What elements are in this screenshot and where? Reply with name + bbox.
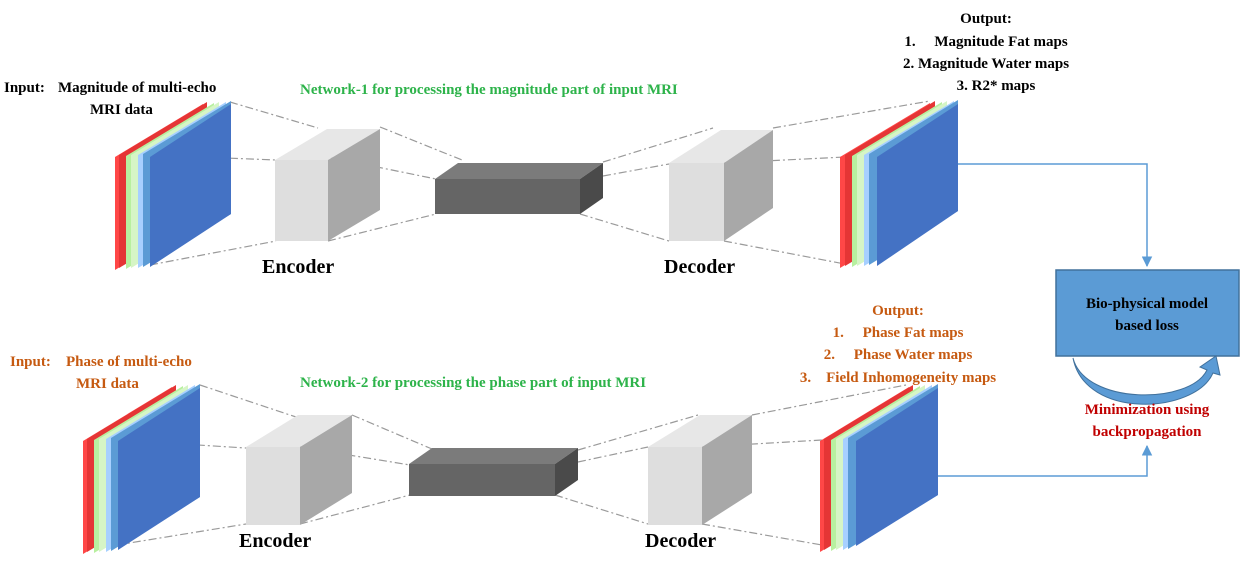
network-2-bottleneck (409, 448, 578, 496)
network-2-decoder-label: Decoder (645, 530, 716, 552)
network-2-output-item-1: 1. Phase Fat maps (833, 325, 964, 341)
network-1-title: Network-1 for processing the magnitude p… (300, 82, 678, 98)
network-2-output-item-3: 3. Field Inhomogeneity maps (800, 370, 996, 386)
network-2-output-item-2: 2. Phase Water maps (824, 347, 973, 363)
network-1-output-item-3: 3. R2* maps (957, 78, 1036, 94)
network-1-output-item-1: 1. Magnitude Fat maps (904, 34, 1068, 50)
network-1-bottleneck (435, 163, 603, 214)
network-1-input-label: Input: (4, 80, 45, 96)
network-1-input-line1: Magnitude of multi-echo (58, 80, 216, 96)
network-2-encoder-block (246, 415, 352, 525)
network-2-input-line1: Phase of multi-echo (66, 354, 192, 370)
loss-box (1055, 269, 1240, 357)
network-2-to-minimization-arrow (938, 444, 1153, 477)
network-1-input-stack (115, 101, 231, 270)
network-1-decoder-label: Decoder (664, 256, 735, 278)
network-2-encoder-label: Encoder (239, 530, 311, 552)
network-1: Input: Magnitude of multi-echo MRI data … (4, 11, 1069, 278)
loss-section: Bio-physical model based loss Minimizati… (938, 163, 1240, 477)
network-2: Input: Phase of multi-echo MRI data Netw… (10, 303, 996, 554)
loss-box-line2: based loss (1115, 318, 1179, 334)
network-1-output-stack (840, 100, 958, 268)
network-2-output-title: Output: (872, 303, 924, 319)
loss-box-line1: Bio-physical model (1086, 296, 1208, 312)
network-2-input-line2: MRI data (76, 376, 139, 392)
network-2-connectors (116, 384, 907, 546)
network-1-encoder-label: Encoder (262, 256, 334, 278)
minimization-line1: Minimization using (1085, 402, 1210, 418)
network-2-decoder-block (648, 415, 752, 525)
network-1-to-loss-arrow (958, 163, 1153, 268)
network-1-encoder-block (275, 129, 380, 241)
backpropagation-loop-arrow (1072, 355, 1221, 405)
network-2-title: Network-2 for processing the phase part … (300, 375, 646, 391)
network-1-output-item-2: 2. Magnitude Water maps (903, 56, 1069, 72)
network-2-output-stack (820, 384, 938, 552)
network-2-input-label: Input: (10, 354, 51, 370)
network-1-input-line2: MRI data (90, 102, 153, 118)
network-2-input-stack (83, 384, 200, 554)
minimization-line2: backpropagation (1093, 424, 1203, 440)
network-1-decoder-block (669, 130, 773, 241)
network-1-output-title: Output: (960, 11, 1012, 27)
